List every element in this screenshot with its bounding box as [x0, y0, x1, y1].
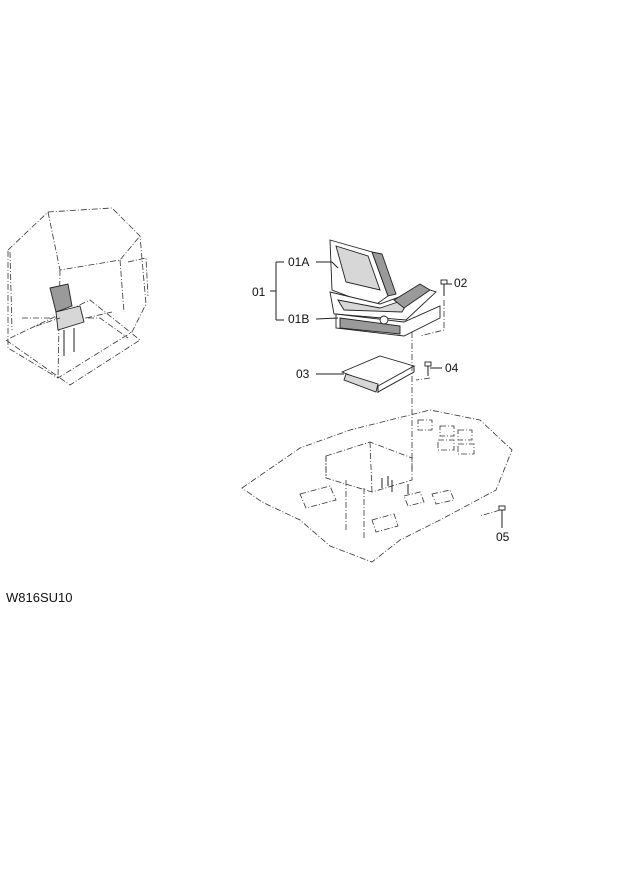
label-01: 01 — [252, 285, 266, 299]
bolt-04 — [424, 361, 432, 376]
leader-lines — [270, 261, 503, 528]
label-05: 05 — [496, 530, 510, 544]
label-02: 02 — [454, 276, 468, 290]
label-01b: 01B — [288, 312, 309, 326]
bolt-05 — [498, 505, 506, 522]
bolt-02 — [440, 279, 448, 296]
seat-plate — [340, 355, 416, 393]
label-01a: 01A — [288, 255, 309, 269]
cab-overview — [5, 207, 149, 386]
seat-armrest — [393, 283, 431, 309]
drawing-code: W816SU10 — [6, 590, 73, 605]
label-04: 04 — [445, 361, 459, 375]
label-03: 03 — [296, 367, 310, 381]
seat-assembly — [329, 239, 441, 337]
floor-plate — [241, 409, 513, 563]
